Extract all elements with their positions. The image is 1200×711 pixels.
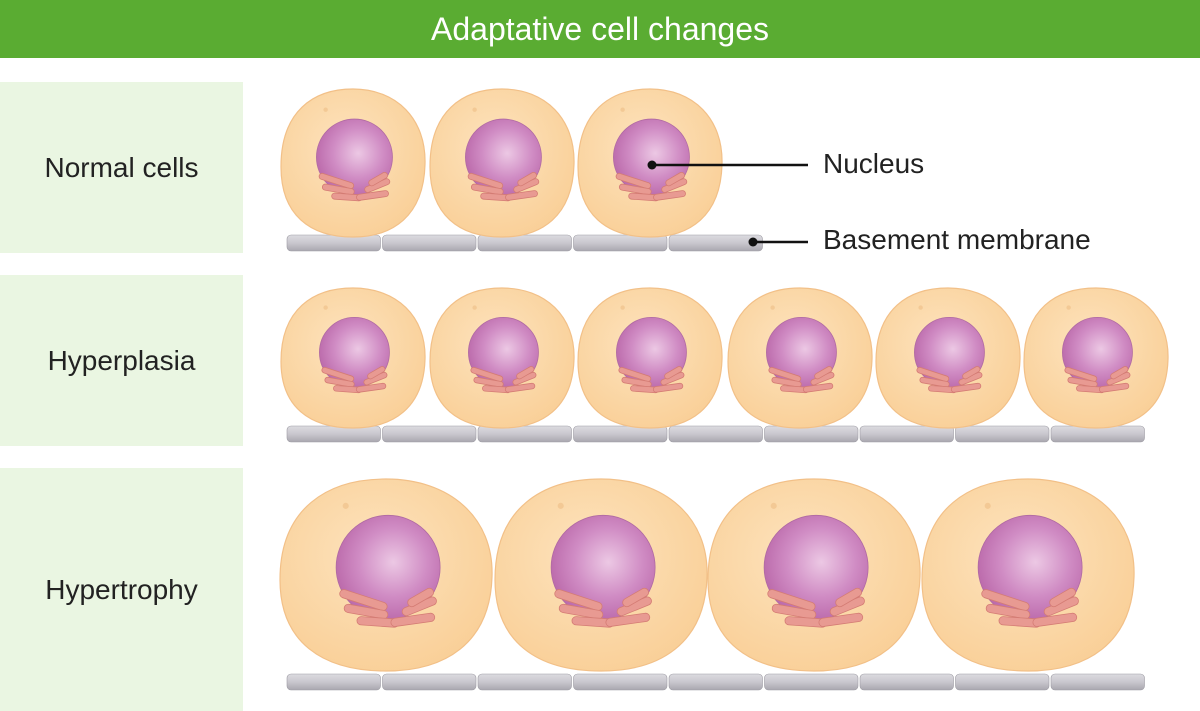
- hypertrophy-cell: [921, 478, 1135, 672]
- hypertrophy-cell: [279, 478, 493, 672]
- endoplasmic-reticulum: [767, 587, 865, 628]
- membrane-segment: [382, 234, 477, 252]
- membrane-segment: [286, 234, 381, 252]
- diagram-title: Adaptative cell changes: [0, 0, 1200, 58]
- centriole: [918, 305, 923, 310]
- membrane-segment: [764, 425, 859, 443]
- endoplasmic-reticulum: [470, 366, 537, 394]
- centriole: [472, 107, 477, 112]
- centriole: [770, 502, 777, 509]
- hypertrophy-cell: [494, 478, 708, 672]
- membrane-segment: [955, 425, 1050, 443]
- normal-cell: [280, 88, 426, 238]
- nucleus-leader-dot: [647, 160, 657, 170]
- endoplasmic-reticulum: [554, 587, 652, 628]
- endoplasmic-reticulum: [916, 366, 983, 394]
- centriole: [620, 107, 625, 112]
- membrane-segment: [573, 425, 668, 443]
- membrane-segment: [859, 425, 954, 443]
- endoplasmic-reticulum: [981, 587, 1079, 628]
- membrane-segment: [573, 673, 668, 691]
- membrane-segment: [859, 673, 954, 691]
- membrane-segment: [477, 673, 572, 691]
- row-label-hyperplasia: Hyperplasia: [0, 275, 243, 446]
- hypertrophy-cell: [707, 478, 921, 672]
- membrane-segment: [286, 425, 381, 443]
- endoplasmic-reticulum: [321, 366, 388, 394]
- membrane-segment: [668, 425, 763, 443]
- centriole: [557, 502, 564, 509]
- membrane-segment: [477, 234, 572, 252]
- membrane-segment: [573, 234, 668, 252]
- membrane-segment: [286, 673, 381, 691]
- membrane-leader-dot: [748, 237, 758, 247]
- centriole: [342, 502, 349, 509]
- membrane-segment: [955, 673, 1050, 691]
- membrane-segment: [1050, 673, 1145, 691]
- hyperplasia-cell: [429, 287, 575, 429]
- endoplasmic-reticulum: [618, 366, 685, 394]
- membrane-segment: [382, 673, 477, 691]
- row-label-hypertrophy: Hypertrophy: [0, 468, 243, 711]
- centriole: [323, 107, 328, 112]
- normal-cell: [429, 88, 575, 238]
- membrane-segment: [764, 673, 859, 691]
- endoplasmic-reticulum: [768, 366, 835, 394]
- endoplasmic-reticulum: [339, 587, 437, 628]
- endoplasmic-reticulum: [467, 171, 540, 202]
- endoplasmic-reticulum: [615, 171, 688, 202]
- centriole: [472, 305, 477, 310]
- membrane-segment: [382, 425, 477, 443]
- centriole: [1066, 305, 1071, 310]
- hyperplasia-cell: [1023, 287, 1169, 429]
- row-label-normal-cells: Normal cells: [0, 82, 243, 253]
- centriole: [770, 305, 775, 310]
- centriole: [323, 305, 328, 310]
- hyperplasia-basement-membrane: [286, 425, 1145, 443]
- hypertrophy-basement-membrane: [286, 673, 1145, 691]
- centriole: [984, 502, 991, 509]
- callout-basement-membrane: Basement membrane: [823, 224, 1091, 255]
- callout-nucleus: Nucleus: [823, 148, 925, 179]
- centriole: [620, 305, 625, 310]
- membrane-segment: [668, 673, 763, 691]
- membrane-segment: [477, 425, 572, 443]
- endoplasmic-reticulum: [318, 171, 391, 202]
- membrane-segment: [668, 234, 763, 252]
- hyperplasia-cell: [280, 287, 426, 429]
- endoplasmic-reticulum: [1064, 366, 1131, 394]
- hyperplasia-cell: [577, 287, 723, 429]
- hyperplasia-cell: [875, 287, 1021, 429]
- hyperplasia-cell: [727, 287, 873, 429]
- normal-basement-membrane: [286, 234, 763, 252]
